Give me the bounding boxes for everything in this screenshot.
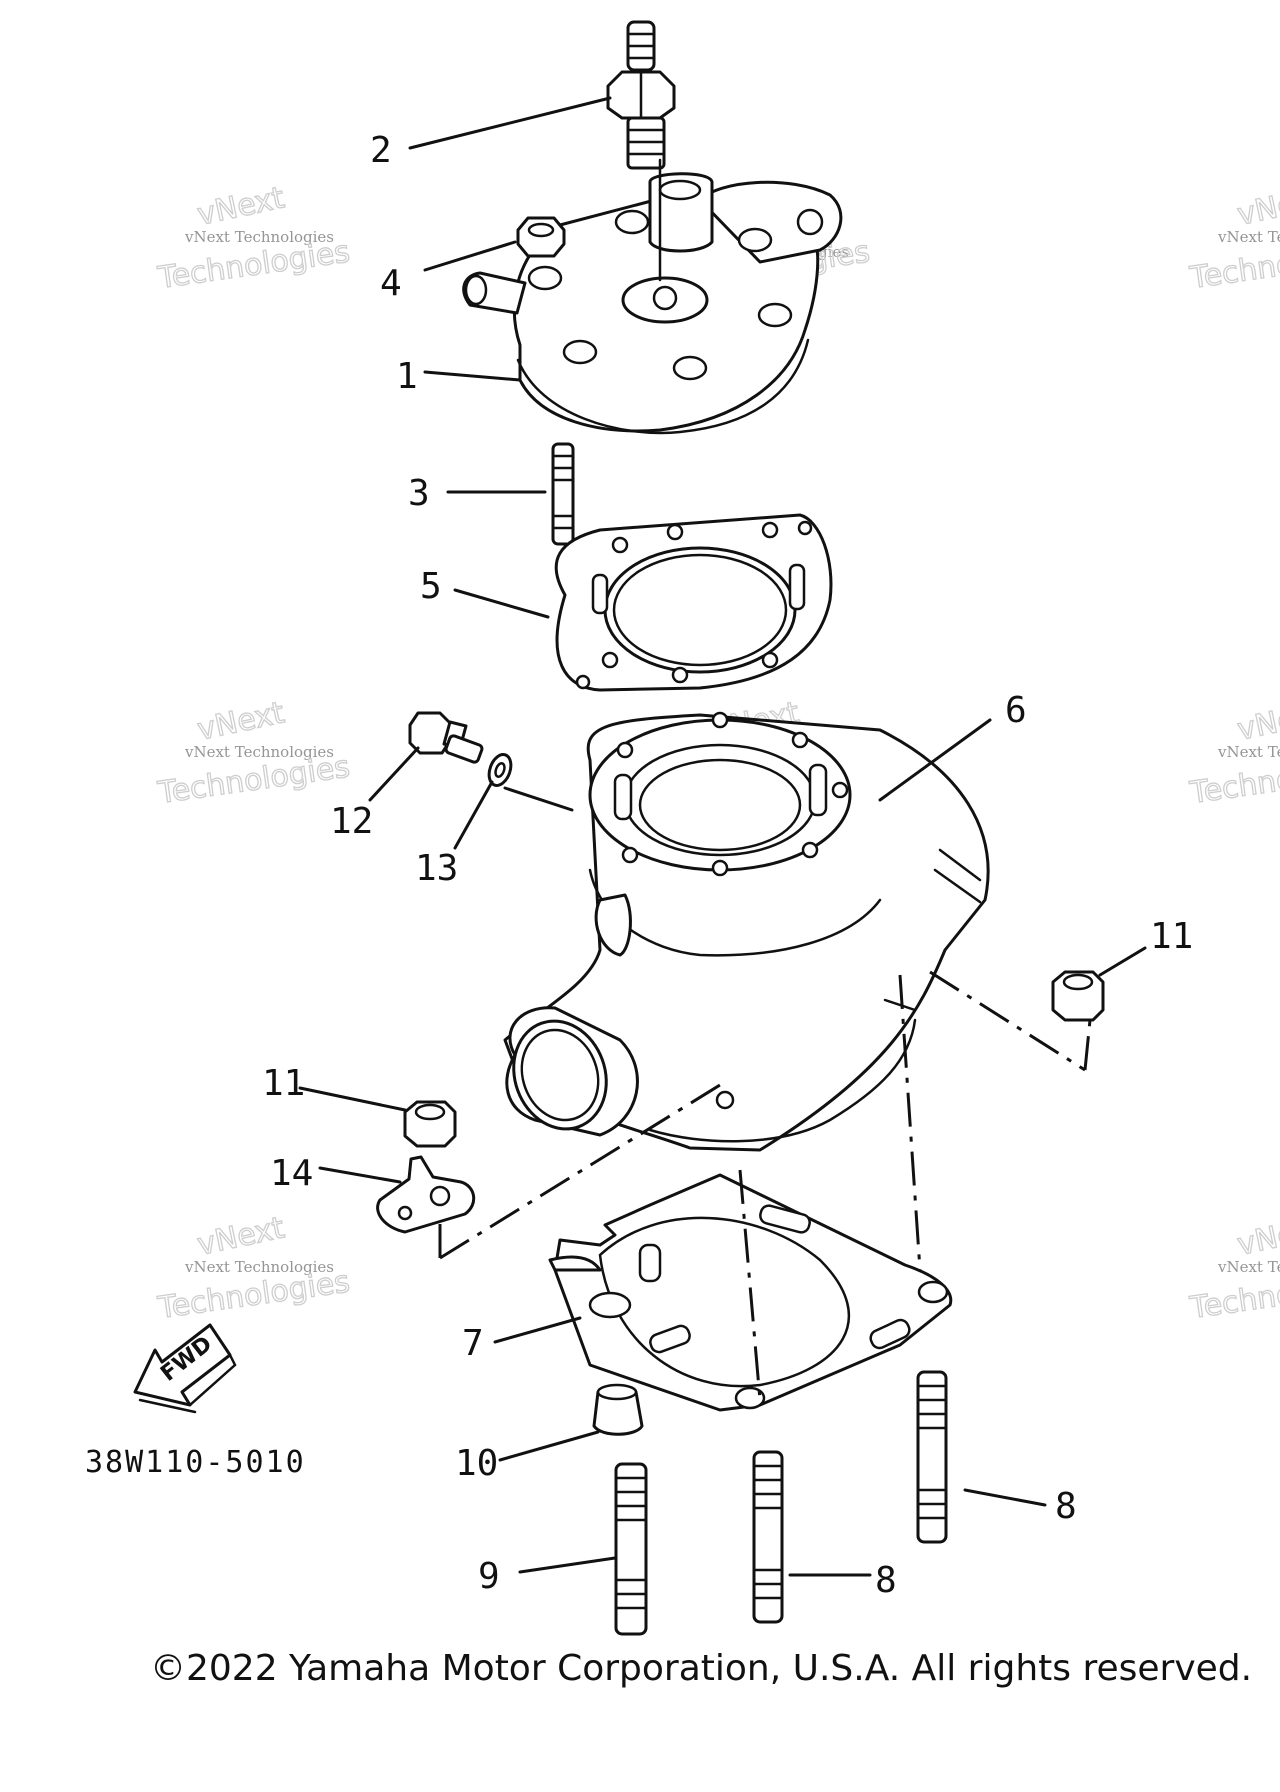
callout-9: 9 — [478, 1556, 500, 1597]
head-nut-part — [516, 216, 566, 258]
svg-text:vNext Technologies: vNext Technologies — [1217, 743, 1280, 761]
callout-8-center: 8 — [875, 1560, 897, 1601]
callout-10: 10 — [455, 1443, 498, 1484]
drain-bolt-part — [408, 711, 484, 764]
callout-4: 4 — [380, 263, 402, 304]
cylinder-nut-right-part — [1051, 970, 1105, 1022]
head-stud-part — [551, 442, 575, 546]
callout-11-left: 11 — [262, 1063, 305, 1104]
svg-text:vNext Technologies: vNext Technologies — [1217, 228, 1280, 246]
head-gasket-part — [554, 513, 833, 692]
callout-14: 14 — [270, 1153, 313, 1194]
stud-center-part — [752, 1450, 784, 1624]
alignment-lines — [438, 970, 1092, 1401]
washer-part — [487, 753, 513, 787]
forward-arrow-icon: FWD — [133, 1323, 237, 1414]
callout-11-right: 11 — [1150, 916, 1193, 957]
stud-long-right-part — [916, 1370, 948, 1544]
watermark-top-right: vNext vNext Technologies Technologies — [1187, 180, 1280, 297]
cylinder-part — [503, 711, 990, 1152]
watermark-mid-right: vNext vNext Technologies Technologies — [1187, 695, 1280, 812]
watermark-mid-left: vNext vNext Technologies Technologies — [155, 695, 353, 812]
svg-text:vNext Technologies: vNext Technologies — [184, 743, 334, 761]
svg-text:vNext: vNext — [1234, 695, 1280, 748]
dowel-pin-part — [592, 1383, 644, 1436]
callout-6: 6 — [1005, 690, 1027, 731]
svg-text:vNext Technologies: vNext Technologies — [184, 228, 334, 246]
callout-8-right: 8 — [1055, 1486, 1077, 1527]
spark-plug-part — [606, 20, 676, 170]
callout-3: 3 — [408, 473, 430, 514]
part-code-label: 38W110-5010 — [85, 1445, 306, 1480]
callout-5: 5 — [420, 566, 442, 607]
callout-13: 13 — [415, 848, 458, 889]
callout-12: 12 — [330, 801, 373, 842]
leader-lines — [298, 96, 1147, 1577]
svg-text:vNext: vNext — [1234, 180, 1280, 233]
watermark-low-left: vNext vNext Technologies Technologies — [155, 1210, 353, 1327]
watermark-low-right: vNext vNext Technologies Technologies — [1187, 1210, 1280, 1327]
watermark-top-left: vNext vNext Technologies Technologies — [155, 180, 353, 297]
stud-left-part — [614, 1462, 648, 1636]
svg-text:vNext Technologies: vNext Technologies — [1217, 1258, 1280, 1276]
bracket-part — [376, 1155, 476, 1234]
svg-text:vNext: vNext — [194, 180, 287, 233]
cylinder-head-part — [462, 158, 843, 435]
svg-text:vNext: vNext — [1234, 1210, 1280, 1263]
svg-text:vNext: vNext — [194, 1210, 287, 1263]
cylinder-nut-left-part — [403, 1100, 457, 1148]
callout-2: 2 — [370, 130, 392, 171]
callout-7: 7 — [462, 1323, 484, 1364]
svg-text:vNext: vNext — [194, 695, 287, 748]
copyright-notice: ©2022 Yamaha Motor Corporation, U.S.A. A… — [150, 1648, 1253, 1689]
svg-text:vNext Technologies: vNext Technologies — [184, 1258, 334, 1276]
base-gasket-part — [548, 1173, 953, 1412]
callout-1: 1 — [396, 356, 418, 397]
